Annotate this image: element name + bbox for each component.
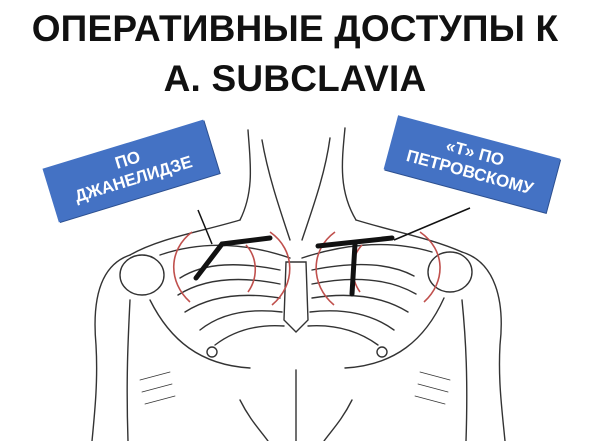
right-arm-inner: [462, 300, 467, 441]
right-nipple: [377, 347, 387, 357]
left-rib: [178, 279, 280, 295]
left-clavicle: [160, 245, 290, 258]
incision-lines: [196, 238, 392, 294]
right-shoulder-outline: [462, 252, 505, 441]
left-callout-leader: [198, 210, 212, 244]
left-humeral-head: [120, 255, 164, 295]
neck-right-outline: [342, 128, 356, 220]
neck-inner-line: [262, 140, 290, 240]
petrovsky-t-vertical: [352, 244, 355, 294]
shading-hatch: [415, 372, 450, 404]
right-rib: [310, 311, 394, 330]
sternum: [284, 262, 308, 332]
right-humeral-head: [428, 252, 472, 292]
right-pectoral-outline: [345, 298, 444, 368]
left-rib: [200, 311, 282, 330]
right-rib: [308, 326, 378, 345]
left-nipple: [207, 347, 217, 357]
abdomen-contour-right: [324, 400, 352, 441]
dzhanelidze-incision: [196, 238, 270, 278]
neck-inner-line-2: [302, 138, 330, 240]
left-rib: [185, 295, 280, 312]
neck-left-outline: [240, 130, 250, 220]
left-arm-inner: [127, 300, 130, 441]
left-rib: [215, 326, 284, 345]
left-shoulder-outline: [92, 255, 130, 441]
left-region-inner: [246, 245, 255, 292]
right-callout-leader: [394, 208, 470, 240]
right-rib: [312, 265, 414, 276]
shading-hatch: [140, 372, 175, 404]
callout-leaders: [198, 208, 470, 244]
abdomen-contour-left: [240, 400, 268, 441]
right-rib: [312, 279, 416, 294]
